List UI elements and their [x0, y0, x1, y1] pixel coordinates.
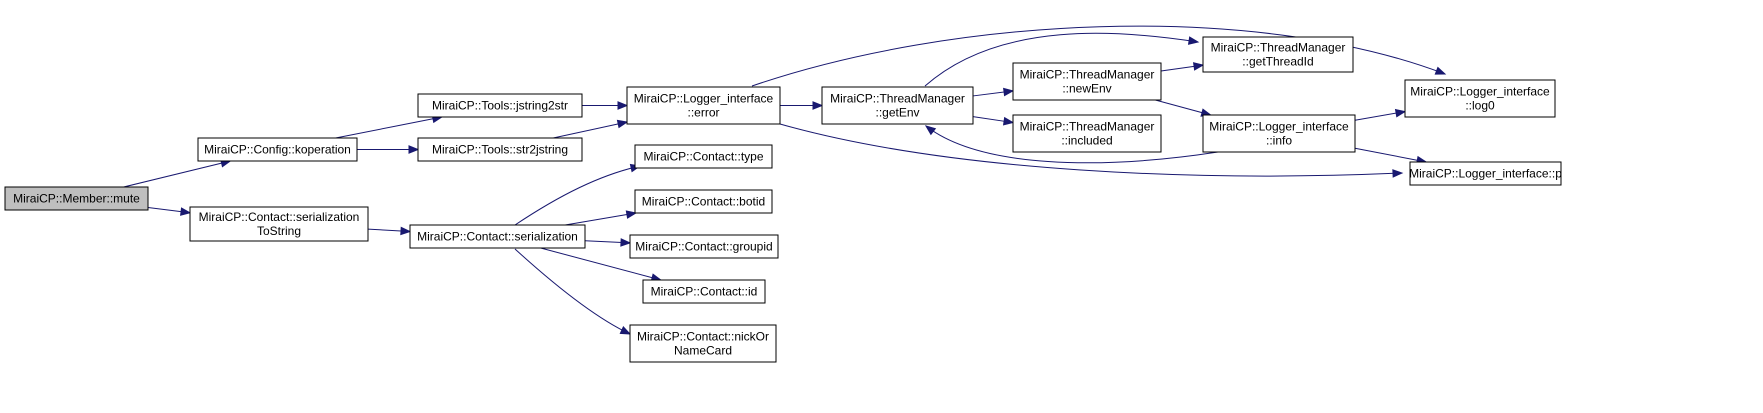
node-tm_included[interactable]: MiraiCP::ThreadManager::included	[1012, 114, 1162, 153]
node-label: MiraiCP::Contact::serialization	[199, 210, 360, 224]
edge-logger_error-to-logger_log0	[751, 25, 1447, 87]
node-box	[417, 93, 583, 118]
edge-tm_getEnv-to-tm_included	[972, 116, 1015, 126]
node-contact_botid[interactable]: MiraiCP::Contact::botid	[634, 189, 773, 214]
edge-config_koperation-to-tools_jstring2str	[335, 114, 444, 139]
edge-contact_serializationToString-to-contact_serialization	[367, 226, 412, 236]
node-tm_getEnv[interactable]: MiraiCP::ThreadManager::getEnv	[821, 86, 974, 125]
node-box	[189, 206, 369, 242]
node-logger_p[interactable]: MiraiCP::Logger_interface::p	[1409, 161, 1562, 186]
node-box	[626, 86, 781, 125]
node-contact_serialization[interactable]: MiraiCP::Contact::serialization	[409, 224, 586, 249]
node-label: MiraiCP::Tools::str2jstring	[432, 143, 568, 157]
call-graph-edges	[123, 25, 1447, 335]
edge-tm_getEnv-to-tm_newEnv	[972, 87, 1015, 97]
node-label: MiraiCP::Contact::id	[651, 285, 758, 299]
node-box	[409, 224, 586, 249]
node-box	[634, 144, 773, 169]
node-label: MiraiCP::Config::koperation	[204, 143, 351, 157]
node-contact_type[interactable]: MiraiCP::Contact::type	[634, 144, 773, 169]
node-box	[821, 86, 974, 125]
node-label: MiraiCP::ThreadManager	[1020, 120, 1155, 134]
node-box	[1012, 114, 1162, 153]
node-contact_id[interactable]: MiraiCP::Contact::id	[642, 279, 766, 304]
node-box	[629, 234, 779, 259]
node-label: MiraiCP::Contact::serialization	[417, 230, 578, 244]
node-label: ::getThreadId	[1242, 55, 1313, 69]
edge-logger_info-to-tm_getEnv	[924, 125, 1219, 164]
node-label: ::newEnv	[1062, 82, 1111, 96]
node-label: NameCard	[674, 344, 732, 358]
node-label: MiraiCP::Contact::type	[643, 150, 763, 164]
node-contact_groupid[interactable]: MiraiCP::Contact::groupid	[629, 234, 779, 259]
edge-tools_jstring2str-to-logger_error	[582, 101, 629, 110]
node-member_mute: MiraiCP::Member::mute	[4, 186, 149, 211]
node-box	[4, 186, 149, 211]
node-box	[197, 137, 358, 162]
node-label: MiraiCP::ThreadManager	[1211, 41, 1346, 55]
edge-logger_error-to-tm_getEnv	[780, 101, 824, 110]
node-logger_info[interactable]: MiraiCP::Logger_interface::info	[1202, 114, 1356, 153]
edge-tm_newEnv-to-tm_getThreadId	[1160, 62, 1205, 72]
node-label: ::getEnv	[875, 106, 919, 120]
node-box	[634, 189, 773, 214]
node-label: MiraiCP::Logger_interface	[1410, 85, 1550, 99]
call-graph-nodes: MiraiCP::Member::mute MiraiCP::Config::ko…	[4, 36, 1562, 363]
node-logger_log0[interactable]: MiraiCP::Logger_interface::log0	[1404, 79, 1556, 118]
edge-logger_info-to-logger_p	[1354, 147, 1428, 165]
node-label: MiraiCP::Logger_interface	[1209, 120, 1349, 134]
node-label: ToString	[257, 224, 301, 238]
node-box	[1202, 114, 1356, 153]
node-box	[1202, 36, 1354, 73]
node-label: MiraiCP::ThreadManager	[830, 92, 965, 106]
node-label: MiraiCP::ThreadManager	[1020, 68, 1155, 82]
edge-config_koperation-to-tools_str2jstring	[357, 145, 420, 154]
edge-contact_serialization-to-contact_nickOrNameCard	[514, 248, 632, 335]
edge-logger_info-to-logger_log0	[1354, 108, 1407, 121]
node-label: ::log0	[1465, 99, 1495, 113]
node-label: MiraiCP::Tools::jstring2str	[432, 99, 568, 113]
edge-contact_serialization-to-contact_groupid	[584, 238, 632, 247]
edge-tm_getEnv-to-tm_getThreadId	[924, 32, 1200, 87]
edge-contact_serialization-to-contact_botid	[565, 210, 638, 226]
edge-member_mute-to-config_koperation	[123, 159, 232, 188]
node-label: MiraiCP::Member::mute	[13, 192, 140, 206]
node-tm_getThreadId[interactable]: MiraiCP::ThreadManager::getThreadId	[1202, 36, 1354, 73]
node-label: MiraiCP::Logger_interface	[634, 92, 774, 106]
node-label: ::error	[687, 106, 719, 120]
node-tools_jstring2str[interactable]: MiraiCP::Tools::jstring2str	[417, 93, 583, 118]
node-box	[1409, 161, 1562, 186]
node-tools_str2jstring[interactable]: MiraiCP::Tools::str2jstring	[417, 137, 583, 162]
node-box	[1404, 79, 1556, 118]
edge-member_mute-to-contact_serializationToString	[147, 207, 192, 216]
node-box	[642, 279, 766, 304]
node-box	[629, 324, 777, 363]
node-logger_error[interactable]: MiraiCP::Logger_interface::error	[626, 86, 781, 125]
edge-tm_newEnv-to-logger_info	[1155, 99, 1212, 117]
edge-logger_error-to-logger_p	[779, 123, 1404, 178]
node-label: MiraiCP::Logger_interface::p	[1409, 167, 1562, 181]
node-config_koperation[interactable]: MiraiCP::Config::koperation	[197, 137, 358, 162]
node-label: MiraiCP::Contact::botid	[642, 195, 765, 209]
node-label: ::included	[1061, 134, 1112, 148]
edge-tools_str2jstring-to-logger_error	[553, 119, 629, 139]
node-tm_newEnv[interactable]: MiraiCP::ThreadManager::newEnv	[1012, 62, 1162, 101]
node-label: ::info	[1266, 134, 1292, 148]
edge-contact_serialization-to-contact_id	[540, 247, 663, 282]
node-box	[1012, 62, 1162, 101]
node-label: MiraiCP::Contact::nickOr	[637, 330, 769, 344]
node-box	[417, 137, 583, 162]
node-label: MiraiCP::Contact::groupid	[635, 240, 772, 254]
